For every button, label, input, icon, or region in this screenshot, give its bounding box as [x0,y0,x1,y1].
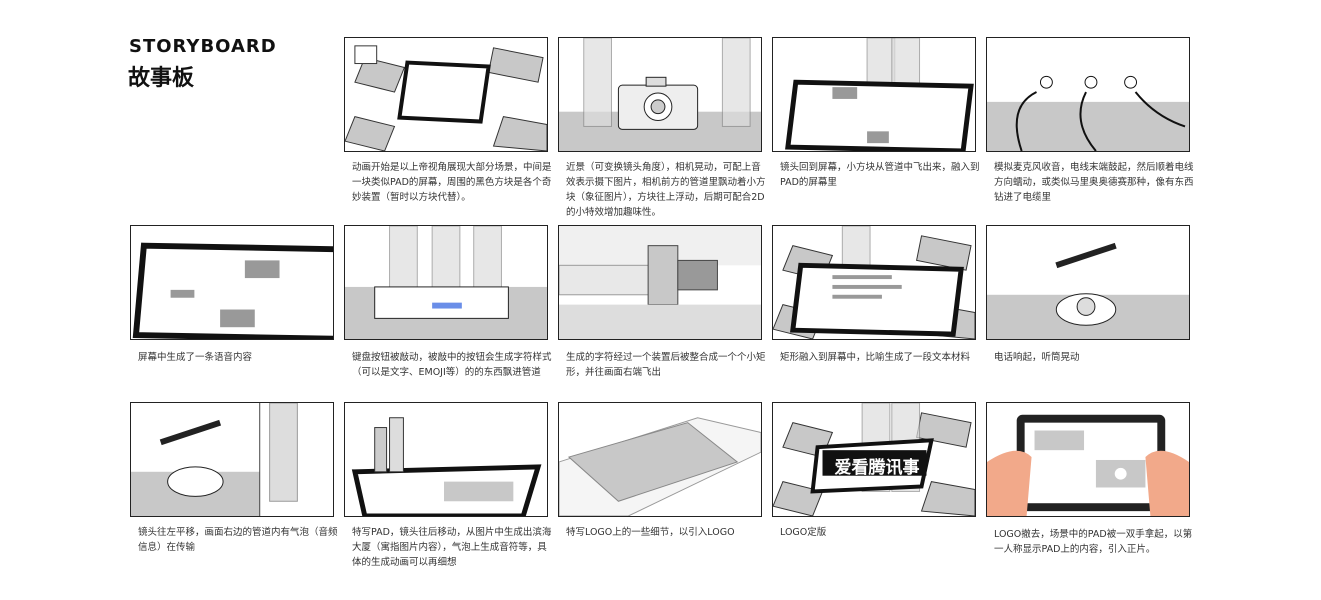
storyboard-frame-11 [344,402,548,517]
storyboard-frame-1 [344,37,548,152]
frame-illustration [987,242,1189,339]
storyboard-frame-9 [986,225,1190,340]
frame-caption: 镜头回到屏幕，小方块从管道中飞出来，融入到PAD的屏幕里 [780,162,980,188]
frame-caption: LOGO撤去，场景中的PAD被一双手拿起，以第一人称显示PAD上的内容，引入正片… [994,529,1193,555]
storyboard-title-en: STORYBOARD [129,36,277,57]
frame-caption: LOGO定版 [780,527,827,538]
storyboard-title-zh: 故事板 [128,66,195,91]
logo-text: 爱看腾讯事 [834,458,920,478]
frame-illustration [131,403,298,516]
storyboard-frame-5 [130,225,334,340]
frame-illustration [559,38,761,151]
storyboard-frame-8 [772,225,976,340]
storyboard-frame-6 [344,225,548,340]
frame-caption: 矩形融入到屏幕中，比喻生成了一段文本材料 [780,352,971,363]
frame-illustration [351,417,542,516]
frame-caption: 键盘按钮被敲动，被敲中的按钮会生成字符样式（可以是文字、EMOJI等）的的东西飘… [352,352,552,378]
frame-caption: 屏幕中生成了一条语音内容 [138,352,253,363]
frame-caption: 电话响起，听筒晃动 [994,352,1080,363]
frame-caption: 镜头往左平移，画面右边的管道内有气泡（音频信息）在传输 [138,527,338,553]
frame-illustration [773,226,975,339]
storyboard-frame-3 [772,37,976,152]
storyboard-frame-12 [558,402,762,517]
frame-illustration [559,226,761,339]
frame-illustration [132,242,333,339]
frame-caption: 模拟麦克风收音，电线末端鼓起，然后顺着电线方向蠕动，或类似马里奥奥德赛那种，像有… [994,162,1194,203]
storyboard-frame-2 [558,37,762,152]
frame-illustration [987,75,1189,151]
storyboard-frame-13: 爱看腾讯事 [772,402,976,517]
frame-caption: 特写LOGO上的一些细节，以引入LOGO [566,527,735,538]
frame-caption: 动画开始是以上帝视角展现大部分场景，中间是一块类似PAD的屏幕，周围的黑色方块是… [352,162,552,203]
frame-illustration [773,403,975,516]
storyboard-frame-4 [986,37,1190,152]
frame-caption: 近景（可变换镜头角度），相机晃动，可配上音效表示摄下图片，相机前方的管道里飘动着… [566,162,766,218]
frame-illustration [987,414,1189,516]
frame-caption: 特写PAD，镜头往后移动，从图片中生成出滨海大厦（寓指图片内容），气泡上生成音符… [352,527,552,568]
frame-caption: 生成的字符经过一个装置后被整合成一个个小矩形，并往画面右端飞出 [566,352,766,378]
frame-illustration [345,38,547,151]
frame-illustration [345,226,547,339]
storyboard-frame-14 [986,402,1190,517]
storyboard-frame-7 [558,225,762,340]
frame-illustration [559,417,761,516]
storyboard-frame-10 [130,402,334,517]
frame-illustration [773,38,975,151]
